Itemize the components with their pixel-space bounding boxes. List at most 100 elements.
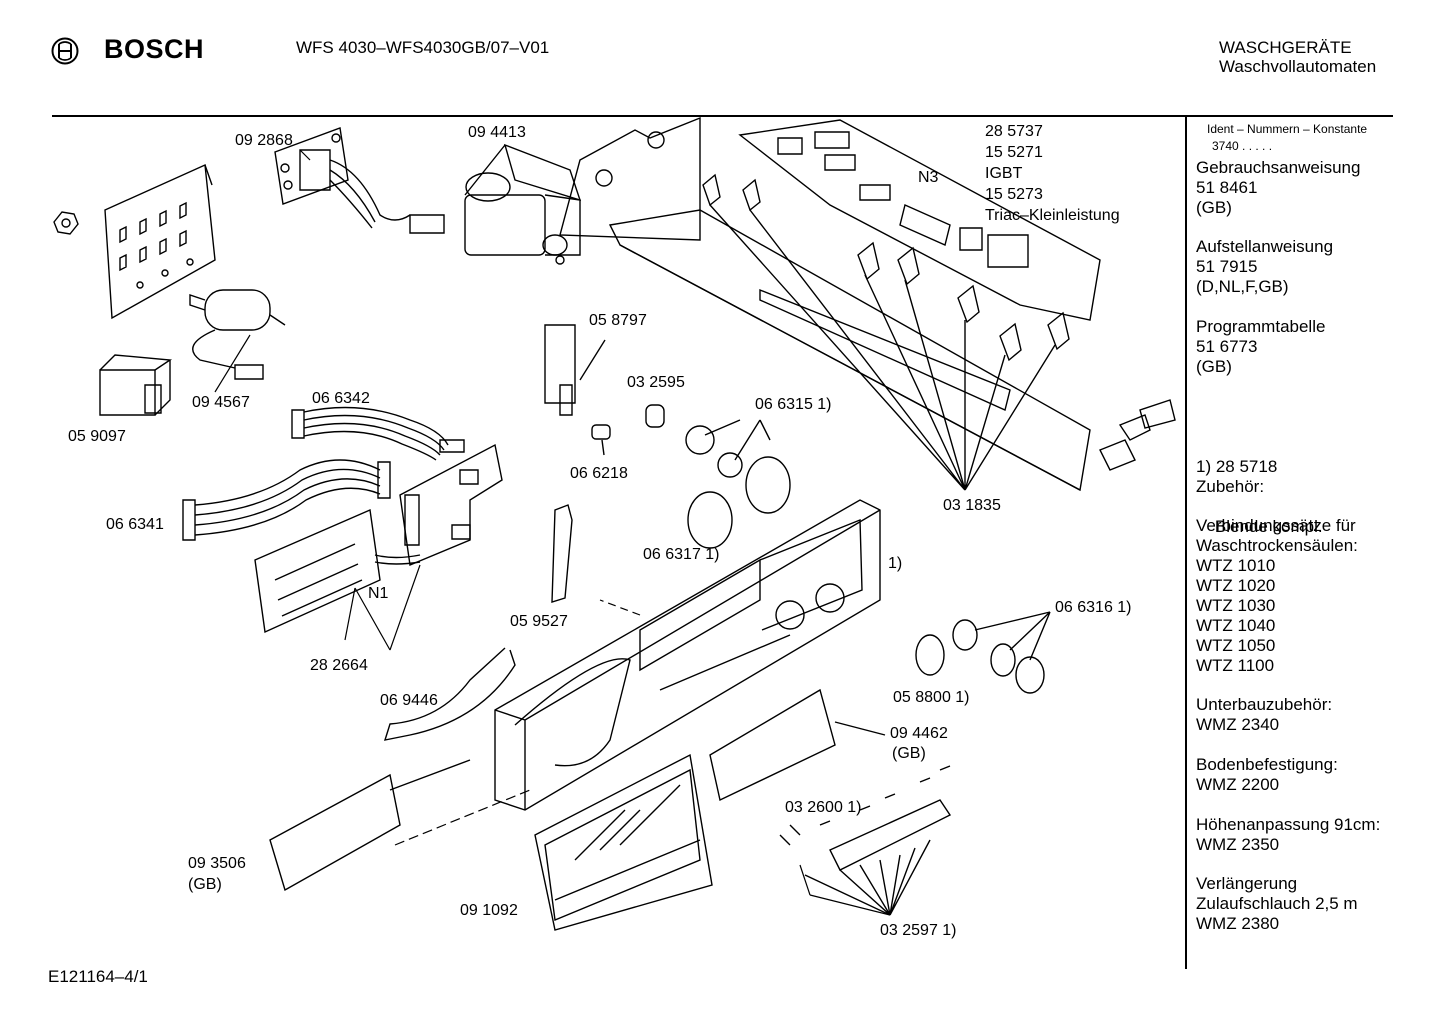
label-032595: 03 2595 xyxy=(627,374,685,391)
label-059097: 05 9097 xyxy=(68,428,126,445)
sidebar-block-connection-kits: Verbindungssätze für Waschtrockensäulen:… xyxy=(1196,516,1358,676)
button-set-032597 xyxy=(780,766,950,915)
pcb-n1 xyxy=(255,445,502,632)
category-title: WASCHGERÄTE xyxy=(1219,38,1352,57)
model-line: WFS 4030–WFS4030GB/07–V01 xyxy=(296,38,550,57)
sidebar-line: Unterbauzubehör: xyxy=(1196,695,1333,714)
drawing-id: E121164–4/1 xyxy=(48,967,148,986)
sidebar-line: (D,NL,F,GB) xyxy=(1196,277,1289,296)
sidebar-block-height-adjust: Höhenanpassung 91cm: WMZ 2350 xyxy=(1196,815,1380,855)
brand-name: BOSCH xyxy=(104,34,205,64)
header-divider xyxy=(52,115,1393,117)
label-n3: N3 xyxy=(918,169,939,186)
knob-066316 xyxy=(953,612,1050,693)
label-155271: 15 5271 xyxy=(985,144,1043,161)
label-059527: 05 9527 xyxy=(510,613,568,630)
relay-059097 xyxy=(100,355,170,415)
sidebar-line: Zubehör: xyxy=(1196,477,1265,496)
sidebar-line: Höhenanpassung 91cm: xyxy=(1196,815,1381,834)
label-069446: 06 9446 xyxy=(380,692,438,709)
label-282664: 28 2664 xyxy=(310,657,368,674)
label-igbt: IGBT xyxy=(985,165,1023,182)
label-093506-region: (GB) xyxy=(188,876,222,893)
cable-066341 xyxy=(183,460,390,540)
sidebar-line: (GB) xyxy=(1196,357,1232,376)
label-066317: 06 6317 1) xyxy=(643,546,720,563)
sidebar-block-footnote: 1) 28 5718 Blende kompl. xyxy=(1196,417,1323,557)
label-091092: 09 1092 xyxy=(460,902,518,919)
label-032600: 03 2600 1) xyxy=(785,799,862,816)
clip-set-031835 xyxy=(703,175,1069,490)
sidebar-line: WMZ 2380 xyxy=(1196,914,1280,933)
sidebar-line: Bodenbefestigung: xyxy=(1196,755,1338,774)
control-cover-091092 xyxy=(535,755,712,930)
sidebar-block-underbuild: Unterbauzubehör: WMZ 2340 xyxy=(1196,695,1332,735)
fascia-panel xyxy=(495,500,880,810)
label-triac: Triac–Kleinleistung xyxy=(985,207,1120,224)
sidebar-line: Gebrauchsanweisung xyxy=(1196,158,1361,177)
label-066342: 06 6342 xyxy=(312,390,370,407)
sidebar-line: Programmtabelle xyxy=(1196,317,1326,336)
sidebar-line: WTZ 1100 xyxy=(1196,656,1275,675)
label-058800: 05 8800 1) xyxy=(893,689,970,706)
seal-069446 xyxy=(385,648,515,740)
label-032597: 03 2597 1) xyxy=(880,922,957,939)
label-155273: 15 5273 xyxy=(985,186,1043,203)
sidebar-line: 51 6773 xyxy=(1196,337,1258,356)
capacitor-094567 xyxy=(190,290,285,379)
sidebar-line: WMZ 2350 xyxy=(1196,835,1280,854)
label-094462: 09 4462 xyxy=(890,725,948,742)
sidebar-line: WTZ 1010 xyxy=(1196,556,1276,575)
label-058797: 05 8797 xyxy=(589,312,647,329)
sidebar-block-installation: Aufstellanweisung 51 7915 (D,NL,F,GB) xyxy=(1196,237,1333,297)
spacer-032595 xyxy=(646,405,664,427)
motor-094413 xyxy=(465,145,580,264)
knob-066317 xyxy=(688,457,790,548)
label-094567: 09 4567 xyxy=(192,394,250,411)
label-285737: 28 5737 xyxy=(985,123,1043,140)
label-n1: N1 xyxy=(368,585,389,602)
label-094413: 09 4413 xyxy=(468,124,526,141)
sidebar-line: Verlängerung xyxy=(1196,874,1298,893)
sidebar-line: Zulaufschlauch 2,5 m xyxy=(1196,894,1358,913)
category-subtitle: Waschvollautomaten xyxy=(1219,57,1377,76)
sidebar-line: WTZ 1030 xyxy=(1196,596,1276,615)
ident-title: Ident – Nummern – Konstante xyxy=(1207,122,1368,136)
label-092868: 09 2868 xyxy=(235,132,293,149)
label-fascia-note: 1) xyxy=(888,555,903,572)
sidebar-line: WTZ 1040 xyxy=(1196,616,1276,635)
label-066316: 06 6316 1) xyxy=(1055,599,1132,616)
sidebar-line: Verbindungssätze für xyxy=(1196,516,1356,535)
sidebar-block-extension: Verlängerung Zulaufschlauch 2,5 m WMZ 23… xyxy=(1196,874,1358,934)
lever-059527 xyxy=(552,505,572,602)
suppressor-092868 xyxy=(275,128,444,233)
sidebar-line: WMZ 2200 xyxy=(1196,775,1280,794)
nut-icon xyxy=(54,212,78,234)
label-066341: 06 6341 xyxy=(106,516,164,533)
bearing-066315 xyxy=(686,420,770,477)
sidebar-line: 1) 28 5718 xyxy=(1196,457,1278,476)
sidebar-block-floor-fixing: Bodenbefestigung: WMZ 2200 xyxy=(1196,755,1338,795)
sidebar-block-manual: Gebrauchsanweisung 51 8461 (GB) xyxy=(1196,158,1360,218)
sidebar-block-program-table: Programmtabelle 51 6773 (GB) xyxy=(1196,317,1325,377)
knob-066218 xyxy=(592,425,610,455)
sidebar-divider xyxy=(1185,117,1187,969)
sidebar-line: (GB) xyxy=(1196,198,1232,217)
mounting-bracket xyxy=(105,165,215,318)
sidebar-line: Waschtrockensäulen: xyxy=(1196,536,1358,555)
sidebar-block-accessories: Zubehör: xyxy=(1196,477,1264,497)
knob-058800 xyxy=(916,635,944,675)
sidebar-line: WTZ 1020 xyxy=(1196,576,1276,595)
bosch-logo-icon xyxy=(51,37,79,65)
label-066315: 06 6315 1) xyxy=(755,396,832,413)
label-031835: 03 1835 xyxy=(943,497,1001,514)
sidebar-line: 51 7915 xyxy=(1196,257,1258,276)
switch-058797 xyxy=(545,325,605,415)
sidebar-line: Blende kompl. xyxy=(1196,517,1323,536)
label-093506: 09 3506 xyxy=(188,855,246,872)
sidebar-line: Aufstellanweisung xyxy=(1196,237,1334,256)
cable-066342 xyxy=(292,408,464,461)
ident-value: 3740 . . . . . xyxy=(1212,139,1273,153)
